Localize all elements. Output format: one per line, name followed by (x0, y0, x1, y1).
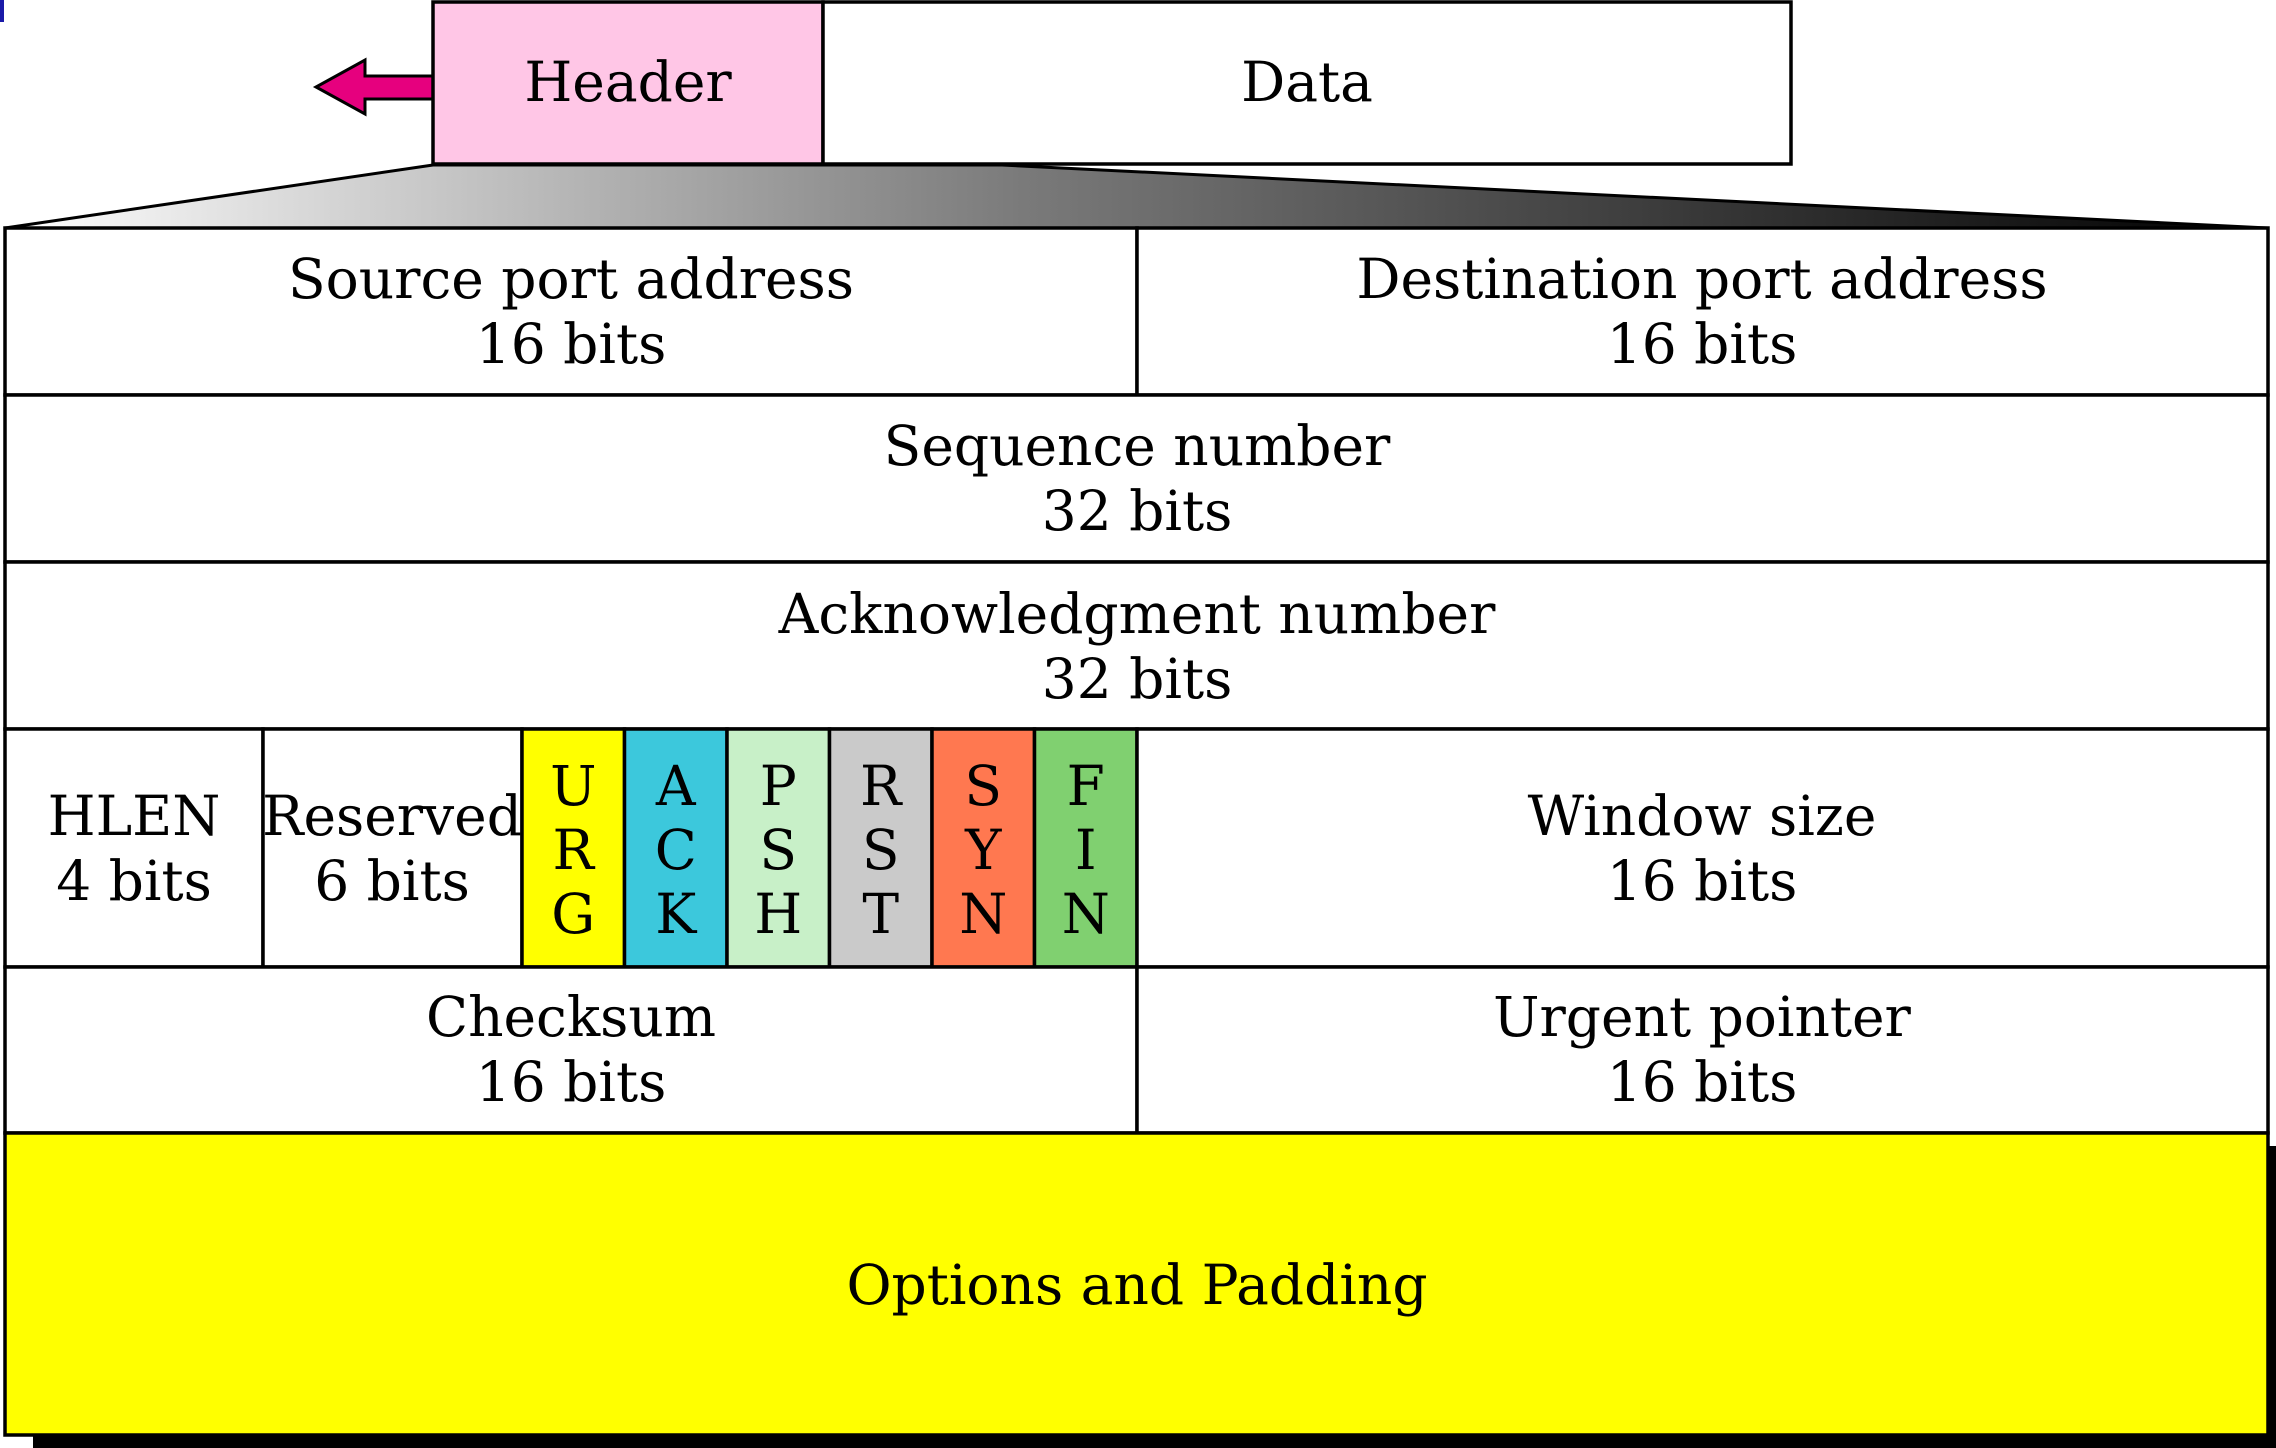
options-name: Options and Padding (846, 1253, 1427, 1317)
reserved-cell (261, 727, 524, 969)
flag-syn-letter: S (964, 754, 1002, 818)
flag-syn-letter: Y (964, 818, 1002, 882)
flag-urg-letter: G (551, 882, 595, 946)
urgent-pointer-cell (1135, 965, 2270, 1135)
checksum-name: Checksum (426, 985, 716, 1049)
flag-fin-letter: I (1075, 818, 1097, 882)
flag-rst-letter: S (862, 818, 900, 882)
reserved-size: 6 bits (314, 849, 470, 913)
acknowledgment-number-name: Acknowledgment number (778, 582, 1496, 646)
flag-urg-letter: R (553, 818, 596, 882)
flag-psh-letter: P (760, 754, 797, 818)
checksum-cell (3, 965, 1139, 1135)
flag-rst-letter: T (862, 882, 899, 946)
acknowledgment-number-size: 32 bits (1042, 647, 1233, 711)
left-arrow-icon (312, 57, 435, 117)
flag-psh-letter: H (754, 882, 802, 946)
flag-rst-cell (827, 727, 934, 969)
flag-syn-cell (930, 727, 1037, 969)
flag-psh-letter: S (759, 818, 797, 882)
source-port-name: Source port address (288, 247, 854, 311)
urgent-pointer-name: Urgent pointer (1493, 985, 1911, 1049)
flag-psh-cell (725, 727, 832, 969)
flag-rst-letter: R (860, 754, 903, 818)
sequence-number-name: Sequence number (884, 414, 1391, 478)
hlen-size: 4 bits (56, 849, 212, 913)
source-port-size: 16 bits (476, 312, 667, 376)
destination-port-size: 16 bits (1607, 312, 1798, 376)
segment-bar: Header Data (312, 0, 1793, 166)
flag-ack-letter: A (655, 754, 697, 818)
window-size-size: 16 bits (1607, 849, 1798, 913)
hlen-name: HLEN (48, 784, 221, 848)
sequence-number-size: 32 bits (1042, 479, 1233, 543)
data-label: Data (1241, 50, 1373, 114)
window-size-cell (1135, 727, 2270, 969)
flag-syn-letter: N (959, 882, 1007, 946)
corner-marker (0, 0, 4, 22)
hlen-cell (3, 727, 265, 969)
checksum-size: 16 bits (476, 1050, 667, 1114)
flag-ack-letter: C (655, 818, 697, 882)
data-block (821, 0, 1793, 166)
flag-ack-letter: K (655, 882, 697, 946)
reserved-name: Reserved (262, 784, 522, 848)
header-label: Header (524, 50, 732, 114)
options-cell (3, 1131, 2270, 1437)
window-size-name: Window size (1528, 784, 1877, 848)
header-expansion-fan (4, 163, 2269, 230)
flag-fin-letter: N (1062, 882, 1110, 946)
destination-port-name: Destination port address (1356, 247, 2047, 311)
urgent-pointer-size: 16 bits (1607, 1050, 1798, 1114)
flag-urg-letter: U (550, 754, 596, 818)
tcp-header-table: Source port address 16 bits Destination … (3, 226, 2276, 1448)
flag-fin-letter: F (1067, 754, 1105, 818)
